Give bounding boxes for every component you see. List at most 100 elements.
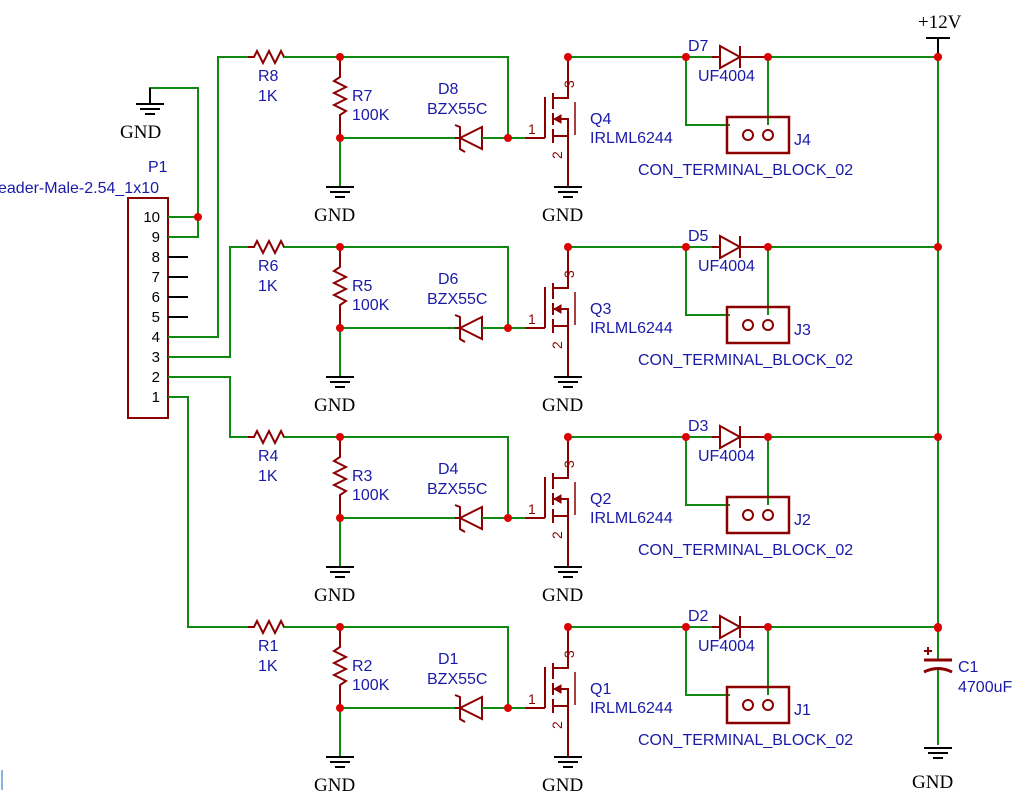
resistor-series (248, 428, 340, 446)
gnd-label: GND (314, 775, 355, 796)
ground-symbol-capacitor: GND (912, 747, 953, 793)
connector-ref: P1 (148, 159, 168, 176)
ground-symbol: GND (542, 186, 583, 226)
resistor-value: 1K (258, 88, 278, 105)
junction (336, 433, 344, 441)
terminal-value: CON_TERMINAL_BLOCK_02 (638, 352, 853, 369)
junction (764, 623, 772, 631)
junction (682, 623, 690, 631)
diode-ref: D3 (688, 418, 709, 435)
pin-drain: 3 (561, 650, 577, 658)
zener-ref: D1 (438, 651, 459, 668)
connector-pin: 5 (152, 309, 188, 326)
mosfet-value: IRLML6244 (590, 700, 673, 717)
connector-body (127, 197, 169, 419)
connector-footprint: eader-Male-2.54_1x10 (0, 180, 159, 197)
diode-ref: D2 (688, 608, 709, 625)
diode-value: UF4004 (698, 258, 755, 275)
junction (336, 243, 344, 251)
ground-symbol-header: GND (120, 88, 164, 143)
capacitor-value: 4700uF (958, 679, 1012, 696)
zener-ref: D6 (438, 271, 459, 288)
terminal-ref: J4 (794, 132, 811, 149)
diode-ref: D7 (688, 38, 709, 55)
connector-pin: 6 (152, 289, 188, 306)
resistor-value: 1K (258, 658, 278, 675)
junction (564, 243, 572, 251)
mosfet-value: IRLML6244 (590, 130, 673, 147)
junction (934, 433, 942, 441)
gnd-label: GND (912, 772, 953, 793)
junction (564, 433, 572, 441)
mosfet-ref: Q3 (590, 301, 611, 318)
diode-value: UF4004 (698, 638, 755, 655)
resistor-ref: R5 (352, 278, 373, 295)
pin-number: 1 (152, 389, 160, 406)
pin-source: 2 (549, 531, 565, 539)
pin-number: 4 (152, 329, 160, 346)
resistor-ref: R4 (258, 448, 279, 465)
mosfet: 132 (525, 57, 577, 187)
zener-ref: D4 (438, 461, 459, 478)
terminal-block (725, 685, 791, 725)
flyback-diode (712, 614, 768, 640)
pin-source: 2 (549, 151, 565, 159)
capacitor-ref: C1 (958, 659, 979, 676)
junction (194, 213, 202, 221)
supply-label: +12V (918, 12, 962, 33)
pin-gate: 1 (528, 501, 536, 517)
resistor-ref: R7 (352, 88, 373, 105)
pin-drain: 3 (561, 270, 577, 278)
resistor-value: 100K (352, 487, 390, 504)
terminal-block (725, 495, 791, 535)
resistor-value: 1K (258, 468, 278, 485)
junction (504, 704, 512, 712)
junction (764, 53, 772, 61)
resistor-value: 100K (352, 107, 390, 124)
junction (336, 623, 344, 631)
pin-number: 7 (152, 269, 160, 286)
ground-symbol: GND (314, 186, 355, 226)
resistor-pulldown (331, 247, 349, 328)
diode-value: UF4004 (698, 448, 755, 465)
junction (682, 53, 690, 61)
ground-symbol: GND (542, 756, 583, 796)
junction (336, 324, 344, 332)
pin-gate: 1 (528, 691, 536, 707)
ground-symbol: GND (314, 566, 355, 606)
junction (336, 514, 344, 522)
terminal-value: CON_TERMINAL_BLOCK_02 (638, 162, 853, 179)
mosfet-ref: Q4 (590, 111, 611, 128)
zener-value: BZX55C (427, 481, 487, 498)
pin-number: 8 (152, 249, 160, 266)
junction (764, 433, 772, 441)
gnd-label: GND (542, 775, 583, 796)
terminal-value: CON_TERMINAL_BLOCK_02 (638, 732, 853, 749)
pin-gate: 1 (528, 121, 536, 137)
resistor-ref: R3 (352, 468, 373, 485)
diode-value: UF4004 (698, 68, 755, 85)
resistor-series (248, 618, 340, 636)
gnd-label: GND (314, 395, 355, 416)
mosfet-value: IRLML6244 (590, 510, 673, 527)
pin-source: 2 (549, 721, 565, 729)
zener-value: BZX55C (427, 671, 487, 688)
junction (504, 324, 512, 332)
mosfet: 132 (525, 247, 577, 377)
terminal-ref: J3 (794, 322, 811, 339)
terminal-value: CON_TERMINAL_BLOCK_02 (638, 542, 853, 559)
flyback-diode (712, 44, 768, 70)
resistor-value: 100K (352, 297, 390, 314)
zener-value: BZX55C (427, 291, 487, 308)
pin-source: 2 (549, 341, 565, 349)
resistor-series (248, 238, 340, 256)
connector-pin: 7 (152, 269, 188, 286)
pin-number: 5 (152, 309, 160, 326)
ground-symbol: GND (314, 756, 355, 796)
resistor-pulldown (331, 57, 349, 138)
ground-symbol: GND (542, 566, 583, 606)
diode-ref: D5 (688, 228, 709, 245)
gnd-label: GND (542, 585, 583, 606)
